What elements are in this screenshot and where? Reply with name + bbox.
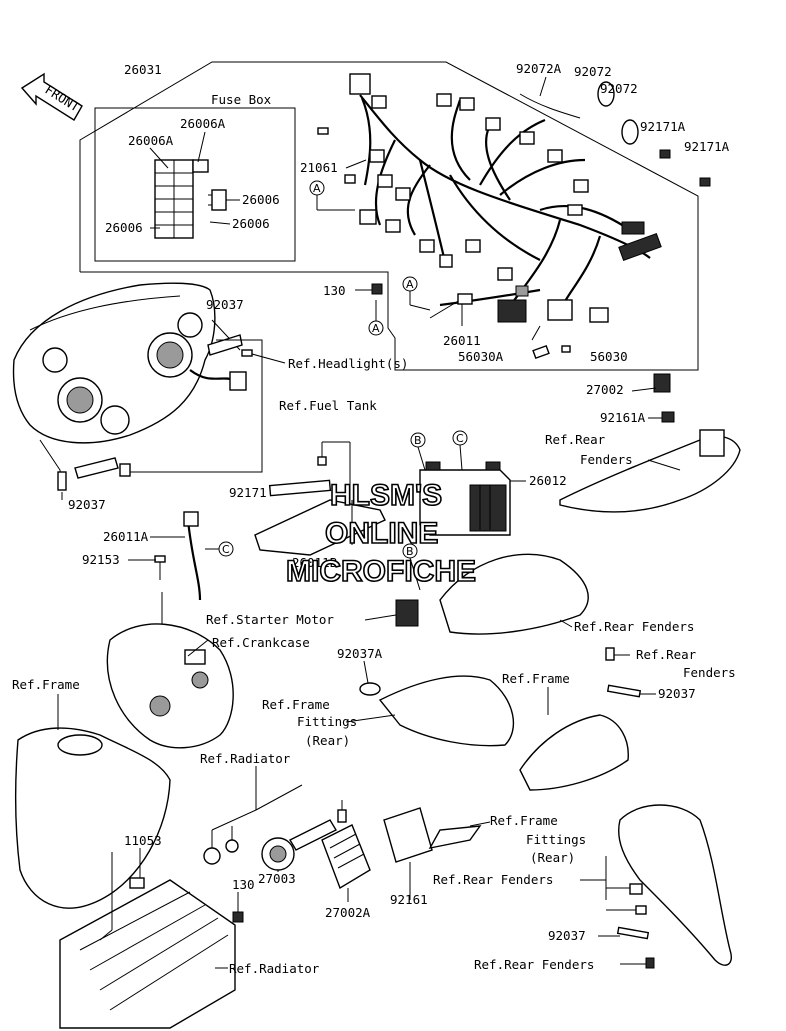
- label-92171a-2: 92171A: [684, 139, 730, 154]
- callout-a-3: A: [368, 300, 384, 336]
- label-130-1: 130: [323, 283, 346, 298]
- label-26006a-2: 26006A: [128, 133, 174, 148]
- label-ref-frame-2: Ref.Frame: [502, 671, 570, 686]
- svg-text:B: B: [406, 545, 414, 558]
- radiator: [59, 852, 244, 1029]
- label-92161a: 92161A: [600, 410, 646, 425]
- label-26006-2: 26006: [105, 220, 143, 235]
- callout-a-2: A: [402, 276, 431, 311]
- label-ref-frame-fittings-2c: (Rear): [530, 850, 575, 865]
- front-arrow-icon: FRONT: [20, 72, 83, 121]
- label-ref-frame-fittings-2a: Ref.Frame: [490, 813, 558, 828]
- label-11053: 11053: [124, 833, 162, 848]
- label-92072a: 92072A: [516, 61, 562, 76]
- battery-case: [439, 553, 589, 635]
- crankcase: [106, 623, 234, 749]
- ecu-92161: [383, 807, 482, 900]
- svg-text:HLSM'S: HLSM'S: [330, 479, 442, 512]
- label-ref-rear-fenders-5: Ref.Rear Fenders: [474, 957, 594, 972]
- label-ref-rear-fenders-4: Ref.Rear Fenders: [433, 872, 553, 887]
- label-92072-2: 92072: [600, 81, 638, 96]
- label-27002a: 27002A: [325, 905, 371, 920]
- battery: [419, 461, 526, 536]
- svg-text:C: C: [222, 543, 230, 556]
- svg-text:A: A: [406, 278, 414, 291]
- label-ref-rear-fenders-1b: Fenders: [580, 452, 633, 467]
- frame-right-bracket: [519, 714, 629, 791]
- label-92037a: 92037A: [337, 646, 383, 661]
- rear-fender-bracket-upper: [559, 435, 741, 513]
- label-130-2: 130: [232, 877, 255, 892]
- label-92037-4: 92037: [548, 928, 586, 943]
- label-92072-1: 92072: [574, 64, 612, 79]
- headlight-assembly: [12, 282, 247, 491]
- label-ref-radiator-2: Ref.Radiator: [229, 961, 320, 976]
- label-ref-frame-fittings-1b: Fittings: [297, 714, 357, 729]
- label-ref-headlight: Ref.Headlight(s): [288, 356, 408, 371]
- label-56030a: 56030A: [458, 349, 504, 364]
- label-56030: 56030: [590, 349, 628, 364]
- label-26011: 26011: [443, 333, 481, 348]
- label-26011a: 26011A: [103, 529, 149, 544]
- label-ref-frame-1: Ref.Frame: [12, 677, 80, 692]
- label-26011b: 26011B: [292, 555, 337, 570]
- frame-fitting: [378, 675, 515, 747]
- screw-130: [355, 283, 383, 295]
- svg-text:MICROFICHE: MICROFICHE: [286, 555, 476, 588]
- label-92161: 92161: [390, 892, 428, 907]
- label-21061: 21061: [300, 160, 338, 175]
- label-ref-rear-fenders-2: Ref.Rear Fenders: [574, 619, 694, 634]
- label-92153: 92153: [82, 552, 120, 567]
- callout-c-2: C: [205, 541, 234, 557]
- label-92171a-1: 92171A: [640, 119, 686, 134]
- label-26006-3: 26006: [232, 216, 270, 231]
- label-ref-rear-fenders-1a: Ref.Rear: [545, 432, 606, 447]
- svg-text:B: B: [414, 434, 422, 447]
- label-ref-crankcase: Ref.Crankcase: [212, 635, 310, 650]
- label-27002: 27002: [586, 382, 624, 397]
- fuel-tank-bracket: [254, 441, 386, 556]
- label-ref-fuel-tank: Ref.Fuel Tank: [279, 398, 377, 413]
- callout-b-1: B: [410, 432, 426, 471]
- callout-c-1: C: [452, 430, 468, 471]
- label-ref-rear-fenders-3b: Fenders: [683, 665, 736, 680]
- label-26031: 26031: [124, 62, 162, 77]
- label-26006-1: 26006: [242, 192, 280, 207]
- svg-text:ONLINE: ONLINE: [325, 517, 438, 550]
- fuse-stack: [154, 159, 227, 239]
- svg-text:A: A: [372, 322, 380, 335]
- starter-relay: [395, 599, 419, 627]
- callout-a-1: A: [309, 180, 355, 211]
- horn-27003: [261, 819, 337, 872]
- label-26006a-1: 26006A: [180, 116, 226, 131]
- label-ref-frame-fittings-1a: Ref.Frame: [262, 697, 330, 712]
- label-92171: 92171: [229, 485, 267, 500]
- label-ref-frame-fittings-1c: (Rear): [305, 733, 350, 748]
- label-92037-3: 92037: [658, 686, 696, 701]
- frame-left: [14, 727, 171, 909]
- rear-frame-fitting: [618, 804, 732, 966]
- label-92037-1: 92037: [206, 297, 244, 312]
- ecu-27002a: [321, 824, 371, 902]
- label-ref-rear-fenders-3a: Ref.Rear: [636, 647, 697, 662]
- svg-text:C: C: [456, 432, 464, 445]
- label-26012: 26012: [529, 473, 567, 488]
- main-wiring-harness: [317, 73, 662, 360]
- label-ref-frame-fittings-2b: Fittings: [526, 832, 586, 847]
- fuse-box-frame: [94, 107, 296, 262]
- label-fuse-box: Fuse Box: [211, 92, 272, 107]
- callout-b-2: B: [402, 543, 421, 591]
- label-27003: 27003: [258, 871, 296, 886]
- watermark: HLSM'S ONLINE MICROFICHE: [285, 478, 477, 589]
- label-ref-radiator-1: Ref.Radiator: [200, 751, 291, 766]
- label-ref-starter-motor: Ref.Starter Motor: [206, 612, 334, 627]
- svg-text:A: A: [313, 182, 321, 195]
- label-92037-2: 92037: [68, 497, 106, 512]
